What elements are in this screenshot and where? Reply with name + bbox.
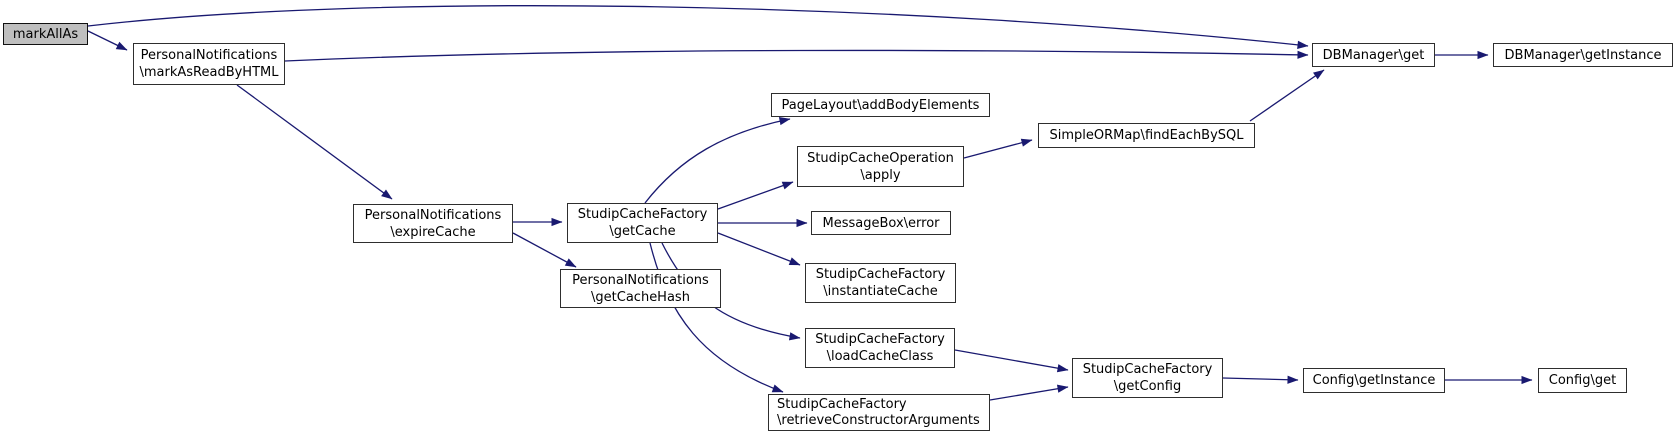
- node-instantiatecache[interactable]: StudipCacheFactory \instantiateCache: [805, 263, 956, 303]
- edge-getcache-apply: [717, 181, 794, 210]
- node-label: SimpleORMap\findEachBySQL: [1049, 128, 1244, 143]
- node-label: \loadCacheClass: [826, 349, 934, 364]
- node-label: MessageBox\error: [822, 215, 940, 231]
- edge-getconfig-config-getinstance: [1222, 375, 1299, 384]
- node-label: DBManager\getInstance: [1504, 47, 1662, 63]
- edge-retrieveconstructorarguments-getconfig: [989, 384, 1069, 401]
- edge-expirecache-getcachehash: [512, 232, 577, 268]
- node-label: \expireCache: [390, 224, 476, 240]
- node-expirecache[interactable]: PersonalNotifications \expireCache: [353, 204, 513, 243]
- node-getcache[interactable]: StudipCacheFactory \getCache: [567, 203, 718, 243]
- node-label: StudipCacheFactory: [777, 396, 907, 412]
- edge-markallas-markasreadbyhtml: [87, 30, 128, 51]
- node-label: \retrieveConstructorArguments: [777, 412, 980, 428]
- node-label: \getConfig: [1113, 379, 1182, 394]
- edge-markasreadbyhtml-dbmanager-get: [284, 49, 1309, 62]
- edge-getcache-retrieveconstructorarguments: [649, 242, 784, 393]
- node-label: PersonalNotifications: [140, 48, 278, 63]
- edge-markasreadbyhtml-expirecache: [236, 84, 393, 200]
- node-label: \apply: [860, 167, 901, 183]
- edge-getcache-addbodyelements: [644, 117, 791, 204]
- node-getcachehash[interactable]: PersonalNotifications \getCacheHash: [560, 269, 721, 308]
- node-label: Config\getInstance: [1312, 373, 1436, 388]
- node-label: \markAsReadByHTML: [139, 65, 279, 80]
- node-error[interactable]: MessageBox\error: [811, 211, 951, 235]
- node-label: \instantiateCache: [823, 284, 938, 299]
- node-label: StudipCacheOperation: [807, 150, 954, 166]
- edge-loadcacheclass-getconfig: [954, 349, 1069, 373]
- node-apply[interactable]: StudipCacheOperation \apply: [797, 146, 964, 187]
- node-label: StudipCacheFactory: [815, 332, 945, 347]
- node-label: PersonalNotifications: [364, 207, 502, 223]
- edge-markallas-dbmanager-get: [87, 5, 1309, 49]
- node-label: markAllAs: [12, 26, 79, 42]
- node-label: StudipCacheFactory: [1082, 362, 1213, 377]
- node-label: \getCache: [609, 224, 676, 239]
- node-label: PageLayout\addBodyElements: [781, 97, 980, 113]
- node-label: DBManager\get: [1322, 47, 1425, 63]
- node-getconfig[interactable]: StudipCacheFactory \getConfig: [1072, 358, 1223, 398]
- node-dbmanager-get[interactable]: DBManager\get: [1312, 43, 1435, 67]
- node-markallas: markAllAs: [3, 23, 88, 45]
- node-retrieveconstructorarguments[interactable]: StudipCacheFactory \retrieveConstructorA…: [768, 394, 990, 431]
- node-markasreadbyhtml[interactable]: PersonalNotifications \markAsReadByHTML: [133, 43, 285, 85]
- node-config-get[interactable]: Config\get: [1538, 368, 1627, 393]
- node-label: StudipCacheFactory: [577, 207, 708, 222]
- node-loadcacheclass[interactable]: StudipCacheFactory \loadCacheClass: [805, 328, 955, 368]
- node-addbodyelements[interactable]: PageLayout\addBodyElements: [771, 93, 990, 117]
- edge-getcache-instantiatecache: [717, 232, 801, 266]
- node-findeachbysql[interactable]: SimpleORMap\findEachBySQL: [1038, 123, 1255, 148]
- node-label: \getCacheHash: [591, 289, 690, 305]
- node-label: PersonalNotifications: [572, 272, 709, 288]
- node-label: StudipCacheFactory: [815, 267, 946, 282]
- edge-apply-findeachbysql: [963, 138, 1033, 159]
- node-dbmanager-getinstance[interactable]: DBManager\getInstance: [1493, 43, 1673, 67]
- node-label: Config\get: [1548, 373, 1617, 388]
- edge-findeachbysql-dbmanager-get: [1249, 69, 1325, 122]
- node-config-getinstance[interactable]: Config\getInstance: [1303, 368, 1445, 393]
